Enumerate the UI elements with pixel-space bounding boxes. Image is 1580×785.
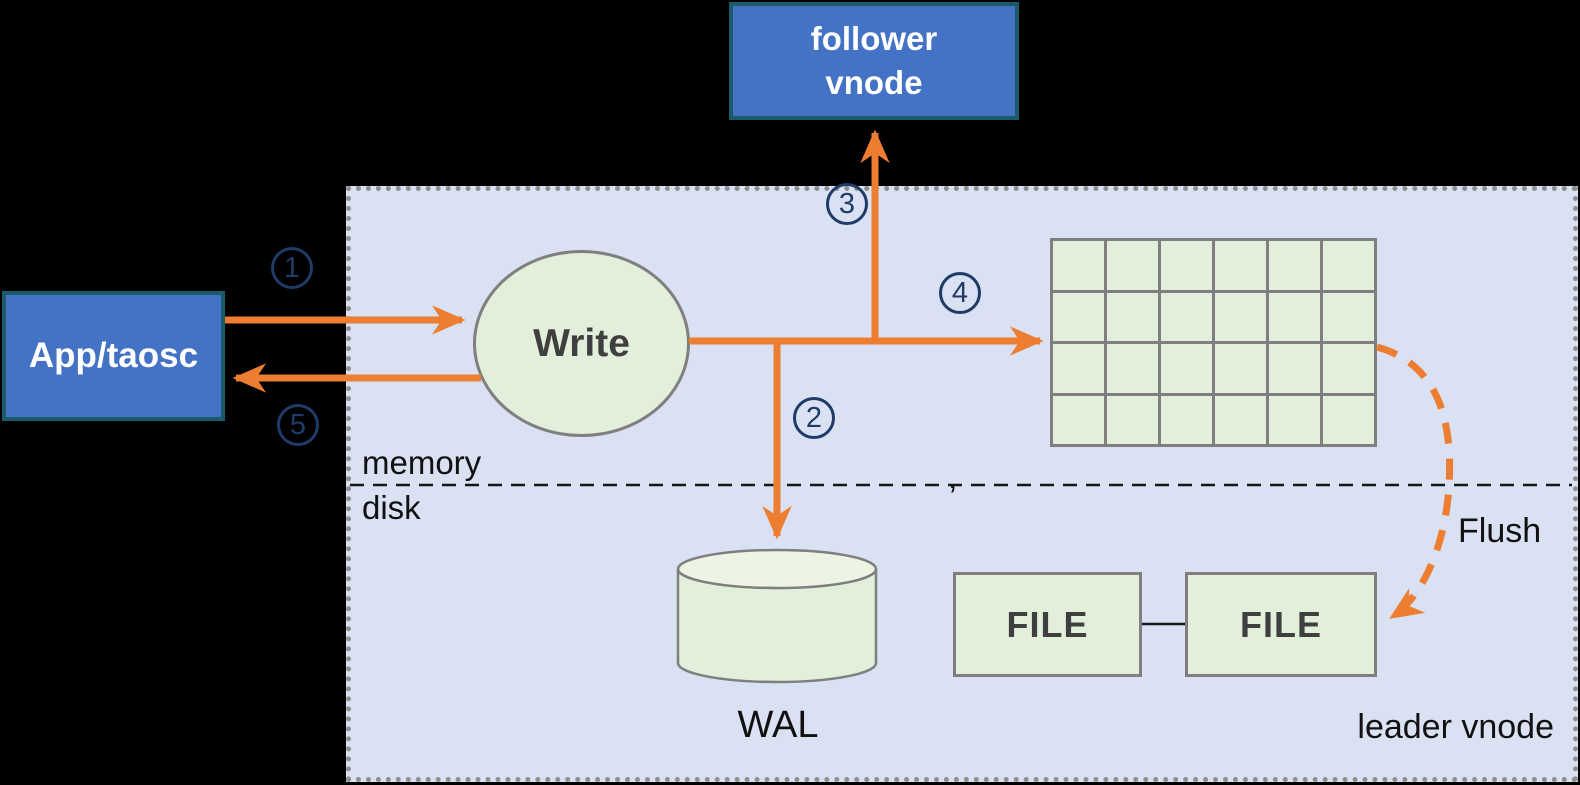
grid-cell — [1269, 344, 1320, 393]
grid-cell — [1269, 241, 1320, 290]
grid-cell — [1107, 241, 1158, 290]
grid-cell — [1107, 344, 1158, 393]
file-box-left: FILE — [953, 572, 1142, 677]
grid-cell — [1215, 292, 1266, 341]
grid-cell — [1161, 344, 1212, 393]
grid-cell — [1107, 292, 1158, 341]
leader-vnode-label: leader vnode — [1357, 708, 1554, 746]
step-1-number: 1 — [283, 251, 301, 284]
step-badge-4: 4 — [939, 272, 981, 314]
step-5-number: 5 — [289, 408, 307, 441]
write-node: Write — [473, 250, 690, 437]
grid-cell — [1161, 292, 1212, 341]
write-label: Write — [533, 321, 630, 365]
step-badge-5: 5 — [277, 404, 319, 446]
grid-cell — [1269, 292, 1320, 341]
grid-cell — [1053, 241, 1104, 290]
grid-cell — [1215, 344, 1266, 393]
grid-cell — [1323, 344, 1374, 393]
follower-vnode-box: follower vnode — [729, 2, 1019, 120]
memory-label: memory — [362, 444, 482, 481]
step-2-number: 2 — [805, 401, 823, 434]
grid-cell — [1053, 395, 1104, 444]
grid-cell — [1053, 292, 1104, 341]
wal-cylinder-top — [676, 548, 878, 590]
grid-cell — [1323, 395, 1374, 444]
app-taosc-box: App/taosc — [2, 291, 225, 421]
grid-cell — [1161, 241, 1212, 290]
grid-cell — [1107, 395, 1158, 444]
grid-cell — [1323, 292, 1374, 341]
memory-table-grid — [1050, 238, 1377, 447]
step-badge-2: 2 — [793, 397, 835, 439]
step-badge-1: 1 — [271, 247, 313, 289]
step-badge-3: 3 — [826, 183, 868, 225]
arrow-flush-grid-to-file — [1376, 343, 1454, 620]
file-box-right: FILE — [1185, 572, 1377, 677]
grid-cell — [1269, 395, 1320, 444]
grid-cell — [1053, 344, 1104, 393]
grid-cell — [1215, 241, 1266, 290]
grid-cell — [1215, 395, 1266, 444]
file-left-label: FILE — [1006, 603, 1089, 645]
disk-label: disk — [362, 489, 421, 526]
flush-label: Flush — [1458, 512, 1542, 550]
stray-comma: , — [948, 458, 958, 496]
follower-vnode-label: follower vnode — [810, 20, 938, 101]
wal-label: WAL — [737, 704, 819, 746]
grid-cell — [1323, 241, 1374, 290]
step-4-number: 4 — [951, 276, 969, 309]
grid-cell — [1161, 395, 1212, 444]
step-3-number: 3 — [838, 187, 856, 220]
file-right-label: FILE — [1240, 603, 1322, 645]
app-taosc-label: App/taosc — [28, 336, 199, 375]
